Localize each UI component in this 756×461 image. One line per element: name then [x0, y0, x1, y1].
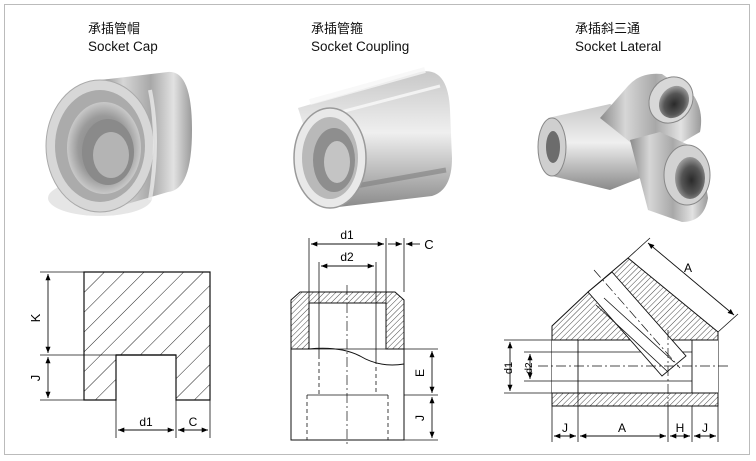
cap-dim-k: K: [28, 313, 43, 322]
lateral-dim-a-top: A: [684, 261, 692, 275]
coupling-dim-d1: d1: [340, 228, 354, 242]
socket-lateral-photo: [537, 73, 711, 222]
socket-cap-title-en: Socket Cap: [88, 39, 158, 54]
coupling-dim-d2: d2: [340, 250, 354, 264]
coupling-dim-c: C: [424, 237, 433, 252]
socket-cap-photo: [45, 71, 192, 216]
socket-lateral-title-en: Socket Lateral: [575, 39, 662, 54]
socket-lateral-title-zh: 承插斜三通: [575, 22, 641, 37]
lateral-dim-j-right: J: [702, 421, 708, 435]
cap-dim-c: C: [189, 415, 198, 429]
coupling-dim-j: J: [413, 415, 427, 421]
lateral-dim-j-left: J: [562, 421, 568, 435]
cap-dim-j: J: [28, 375, 43, 382]
socket-coupling-drawing: d1 d2 C E J: [290, 228, 438, 446]
lateral-dim-a-bottom: A: [618, 421, 626, 435]
socket-coupling-caption: 承插管箍 Socket Coupling: [311, 21, 409, 55]
lateral-dim-h: H: [676, 421, 685, 435]
socket-lateral-drawing: A d1 d2 J A H J: [503, 237, 739, 442]
coupling-dim-e: E: [413, 369, 427, 377]
socket-coupling-title-en: Socket Coupling: [311, 39, 410, 54]
socket-coupling-title-zh: 承插管箍: [311, 22, 364, 37]
lateral-dim-d1: d1: [503, 362, 515, 374]
socket-lateral-caption: 承插斜三通 Socket Lateral: [575, 21, 661, 55]
cap-dim-d1: d1: [139, 415, 153, 429]
socket-cap-caption: 承插管帽 Socket Cap: [88, 21, 158, 55]
socket-coupling-photo: [293, 67, 452, 209]
lateral-dim-d2: d2: [524, 362, 535, 374]
socket-cap-drawing: K J d1 C: [28, 271, 211, 438]
socket-cap-title-zh: 承插管帽: [88, 22, 141, 37]
